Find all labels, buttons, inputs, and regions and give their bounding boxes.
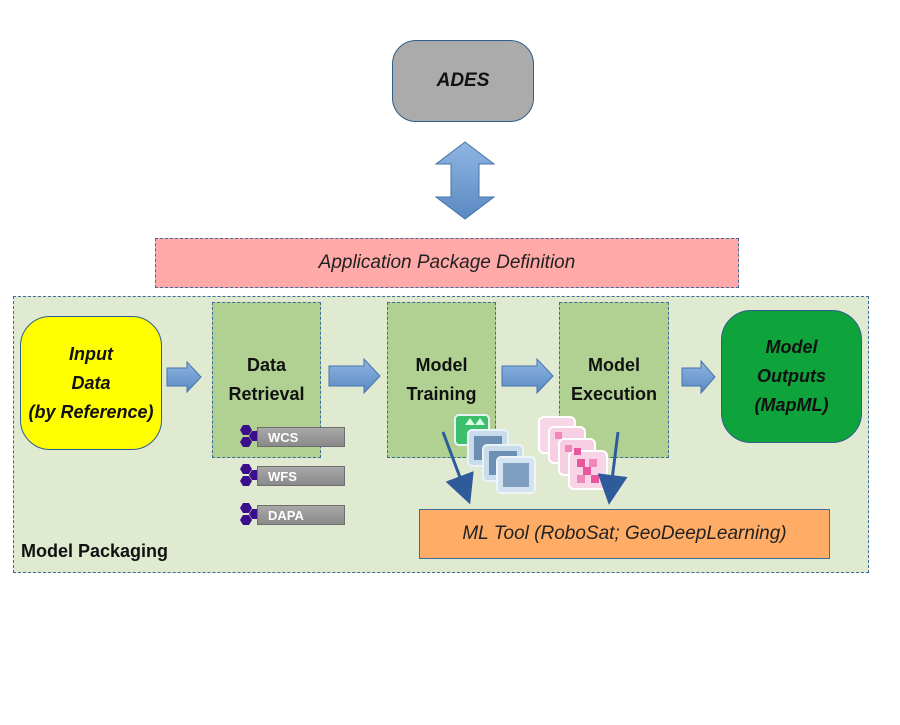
ades-node: ADES [392, 40, 534, 122]
model-training-line-1: Model [415, 355, 468, 375]
training-to-mltool-arrow [441, 431, 474, 505]
ades-double-arrow [434, 141, 496, 220]
model-outputs-line-3: (MapML) [754, 395, 829, 415]
application-package-label: Application Package Definition [318, 252, 576, 273]
model-execution-line-2: Execution [570, 384, 658, 404]
execution-to-outputs-arrow [681, 359, 716, 395]
input-data-line-1: Input [69, 343, 113, 364]
execution-masks-icon [538, 416, 608, 490]
wcs-label: WCS [257, 427, 345, 447]
model-outputs-line-1: Model [765, 337, 818, 357]
training-to-execution-arrow [501, 357, 554, 395]
input-data-node: Input Data (by Reference) [20, 316, 162, 450]
execution-to-mltool-arrow [597, 431, 628, 505]
data-retrieval-line-1: Data [246, 355, 286, 375]
wfs-label: WFS [257, 466, 345, 486]
model-execution-line-1: Model [588, 355, 640, 375]
model-outputs-line-2: Outputs [757, 366, 826, 386]
ml-tool-label: ML Tool (RoboSat; GeoDeepLearning) [462, 523, 787, 544]
model-packaging-label: Model Packaging [21, 541, 169, 561]
training-images-icon [454, 414, 536, 494]
ades-label: ADES [436, 70, 490, 91]
retrieval-to-training-arrow [328, 357, 381, 395]
model-outputs-node: Model Outputs (MapML) [721, 310, 862, 443]
dapa-service-badge: DAPA [235, 503, 347, 527]
model-training-line-2: Training [406, 384, 477, 404]
ml-tool-box: ML Tool (RoboSat; GeoDeepLearning) [419, 509, 830, 559]
wfs-service-badge: WFS [235, 464, 347, 488]
data-retrieval-line-2: Retrieval [228, 384, 305, 404]
application-package-definition: Application Package Definition [155, 238, 739, 288]
input-to-retrieval-arrow [166, 360, 202, 394]
input-data-line-3: (by Reference) [28, 401, 154, 422]
input-data-line-2: Data [71, 372, 111, 393]
wcs-service-badge: WCS [235, 425, 347, 449]
dapa-label: DAPA [257, 505, 345, 525]
